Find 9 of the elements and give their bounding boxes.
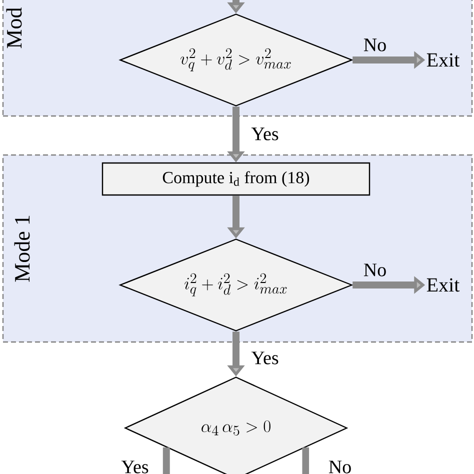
process-box: Compute i$_{d}$ from (18)	[102, 162, 370, 196]
exit-label: Exit	[426, 278, 460, 292]
edge-label: No	[364, 264, 386, 276]
edge-label: Yes	[251, 128, 278, 140]
exit-label: Exit	[426, 53, 460, 67]
edge-label: Yes	[251, 352, 278, 364]
edge-label: No	[364, 38, 386, 52]
edge-label: No	[328, 460, 351, 474]
edge-label: Yes	[121, 460, 148, 474]
